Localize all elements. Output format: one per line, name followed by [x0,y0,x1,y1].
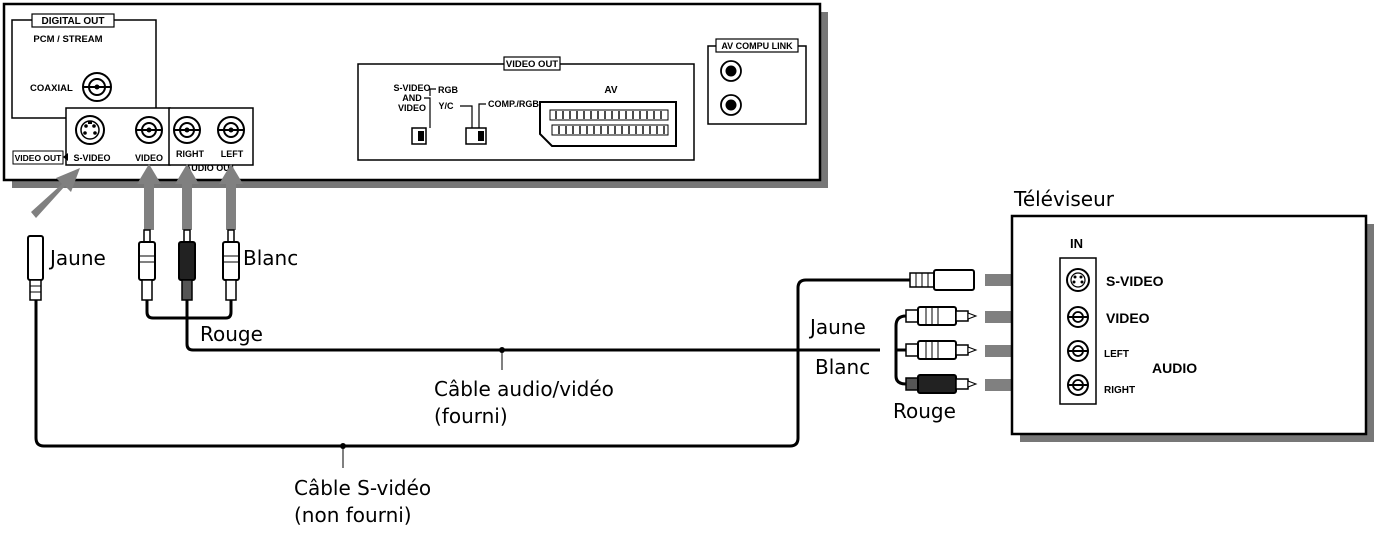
video-arrow-icon [137,164,161,230]
svideo-rgb-switch [411,127,427,145]
cables [34,278,910,448]
digital-out-label: DIGITAL OUT [42,16,105,27]
player-arrows [31,164,243,230]
jaune-right-label: Jaune [808,315,866,339]
tv-left-label: LEFT [1104,349,1129,360]
tv-svideo-jack [1066,268,1090,292]
av-compu-link-jack-2 [720,94,742,116]
svideo-and-video-label-2: AND [402,93,422,103]
audio-left-jack-player [217,116,245,144]
svideo-arrow-icon [31,168,80,218]
svideo-and-video-label-1: S-VIDEO [393,83,430,93]
player-rear-panel: DIGITAL OUT PCM / STREAM COAXIAL VIDEO O… [2,2,828,188]
av-compu-link-jack-1 [720,60,742,82]
svideo-cable-label-1: Câble S-vidéo [294,476,431,500]
audio-right-arrow-icon [175,164,199,230]
tv-title: Téléviseur [1013,187,1115,211]
tv-video-jack [1067,306,1089,328]
audio-left-label: LEFT [221,149,244,159]
scart-connector [539,101,677,147]
blanc-left-label: Blanc [243,246,298,270]
rouge-right-label: Rouge [893,399,956,423]
rca-plug-white [222,229,240,301]
av-cable-label-1: Câble audio/vidéo [434,377,614,401]
rca-plug-right-yellow [905,306,978,326]
svideo-cable-label-2: (non fourni) [294,503,412,527]
av-cable-label-2: (fourni) [434,404,508,428]
rca-plug-right-white [905,340,978,360]
video-out-side-label: VIDEO OUT [15,153,63,163]
tv-svideo-label: S-VIDEO [1106,273,1164,289]
tv-video-label: VIDEO [1106,310,1150,326]
audio-left-arrow-icon [219,164,243,230]
audio-right-label: RIGHT [176,149,205,159]
tv-panel: IN S-VIDEO VIDEO LEFT RIGHT AUDIO [1010,214,1374,442]
svideo-plug-right [909,269,975,291]
jaune-left-label: Jaune [48,246,106,270]
tv-audio-left-jack [1067,340,1089,362]
comp-rgb-label: COMP./RGB [488,99,539,109]
tv-right-label: RIGHT [1104,385,1135,396]
av-cable-left-loop [145,300,233,320]
rca-plug-yellow [138,229,156,301]
rgb-label: RGB [438,85,459,95]
coaxial-jack [82,72,112,102]
yc-comp-switch [465,127,487,145]
rca-plug-red [178,229,196,301]
coaxial-label: COAXIAL [30,83,73,94]
svideo-plug-left [27,235,44,301]
svideo-jack-player [75,115,105,145]
video-jack-label: VIDEO [135,153,163,163]
blanc-right-label: Blanc [815,355,870,379]
svideo-jack-label: S-VIDEO [73,153,110,163]
video-out-panel-label: VIDEO OUT [506,59,558,70]
rca-plug-right-red [905,374,978,394]
av-compu-link-label: AV COMPU LINK [721,41,793,51]
audio-out-label: AUDIO OUT [185,163,236,173]
tv-in-label: IN [1070,236,1083,251]
pcm-stream-label: PCM / STREAM [33,34,102,45]
av-label: AV [604,85,617,96]
tv-audio-right-jack [1067,374,1089,396]
yc-label: Y/C [438,101,454,111]
audio-right-jack-player [173,116,201,144]
rouge-left-label: Rouge [200,322,263,346]
av-cable-main [185,300,880,352]
svideo-and-video-label-3: VIDEO [398,103,426,113]
tv-audio-label: AUDIO [1152,360,1197,376]
video-jack-player [135,116,163,144]
svideo-cable [34,278,910,448]
